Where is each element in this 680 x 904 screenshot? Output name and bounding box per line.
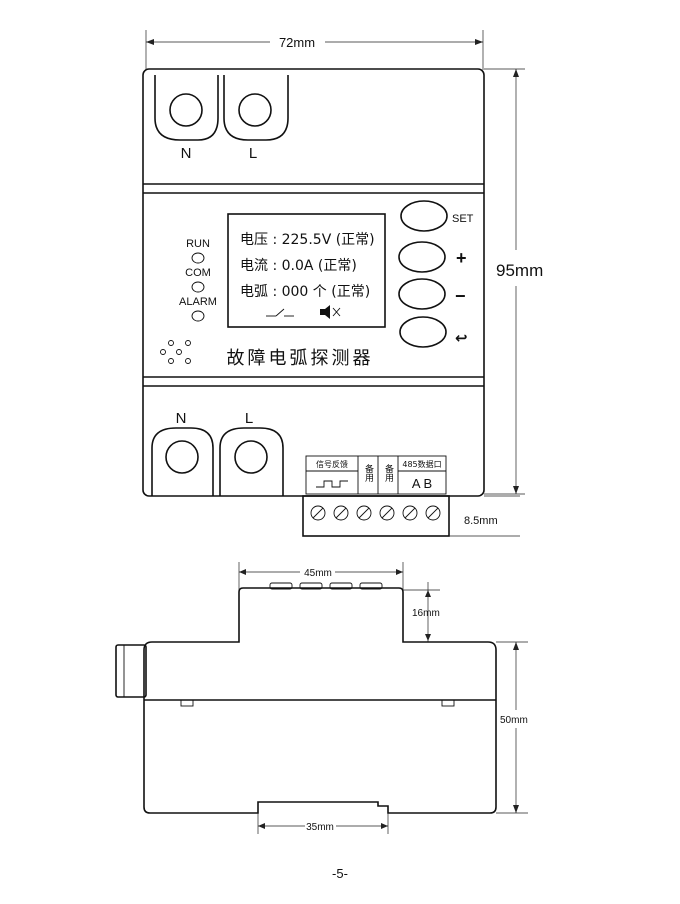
- device-front-outline: [142, 68, 485, 497]
- lcd-screen: [227, 213, 386, 328]
- minus-label: −: [455, 286, 466, 306]
- dim-height-label: 95mm: [496, 261, 543, 280]
- run-led: [191, 252, 205, 264]
- rs485-label: 485数据口: [402, 459, 441, 469]
- dim-depth: 50mm: [496, 641, 528, 814]
- plus-button[interactable]: [398, 241, 446, 273]
- set-label: SET: [452, 213, 474, 225]
- dim-rail-width: 35mm: [257, 813, 389, 834]
- top-terminal-l: [223, 75, 289, 141]
- com-label: COM: [185, 267, 211, 279]
- reserve1-label: 备用: [363, 463, 374, 483]
- alarm-label: ALARM: [179, 296, 217, 308]
- dim-terminal-height: 8.5mm: [449, 495, 520, 537]
- dim-upper-step-width: 45mm: [238, 562, 404, 590]
- top-terminal-n: [154, 75, 219, 141]
- dim-depth-label: 50mm: [500, 715, 528, 726]
- dim-upper-step-width-label: 45mm: [304, 568, 332, 579]
- switch-icon: [266, 308, 294, 317]
- dim-width-top-label: 72mm: [279, 35, 315, 50]
- top-label-n: N: [181, 145, 192, 162]
- rs485-pins: A B: [412, 476, 432, 491]
- screw-terminal-strip: [302, 495, 450, 537]
- terminal-label-block: 信号反馈 备用 备用 485数据口 A B: [305, 455, 447, 495]
- display-voltage: 电压 : 225.5V (正常): [240, 232, 375, 248]
- plus-label: +: [456, 248, 467, 268]
- dim-rail-width-label: 35mm: [306, 822, 334, 833]
- bottom-label-n: N: [176, 410, 187, 427]
- bottom-label-l: L: [245, 410, 253, 427]
- minus-button[interactable]: [398, 278, 446, 310]
- dim-upper-step-height-label: 16mm: [412, 608, 440, 619]
- back-icon: ↩: [455, 329, 468, 347]
- top-label-l: L: [249, 145, 257, 162]
- bottom-terminal-n: [151, 427, 214, 496]
- dim-height: 95mm: [484, 68, 543, 495]
- feedback-label: 信号反馈: [316, 459, 348, 469]
- com-led: [191, 281, 205, 293]
- display-current: 电流 : 0.0A (正常): [240, 258, 357, 274]
- set-button[interactable]: [400, 200, 448, 232]
- bottom-terminal-l: [219, 427, 284, 496]
- page-number: -5-: [332, 866, 348, 881]
- back-button[interactable]: [399, 316, 447, 348]
- run-label: RUN: [186, 238, 210, 250]
- alarm-led: [191, 310, 205, 322]
- dim-width-top: 72mm: [145, 30, 484, 70]
- display-arc: 电弧 : 000 个 (正常): [240, 284, 370, 300]
- device-side-outline: [115, 582, 497, 814]
- product-name: 故障电弧探测器: [227, 348, 374, 369]
- buzzer-holes: [160, 340, 191, 364]
- mute-speaker-icon: [320, 305, 341, 319]
- dim-upper-step-height: 16mm: [403, 582, 440, 642]
- reserve2-label: 备用: [383, 463, 394, 483]
- dim-terminal-height-label: 8.5mm: [464, 515, 498, 527]
